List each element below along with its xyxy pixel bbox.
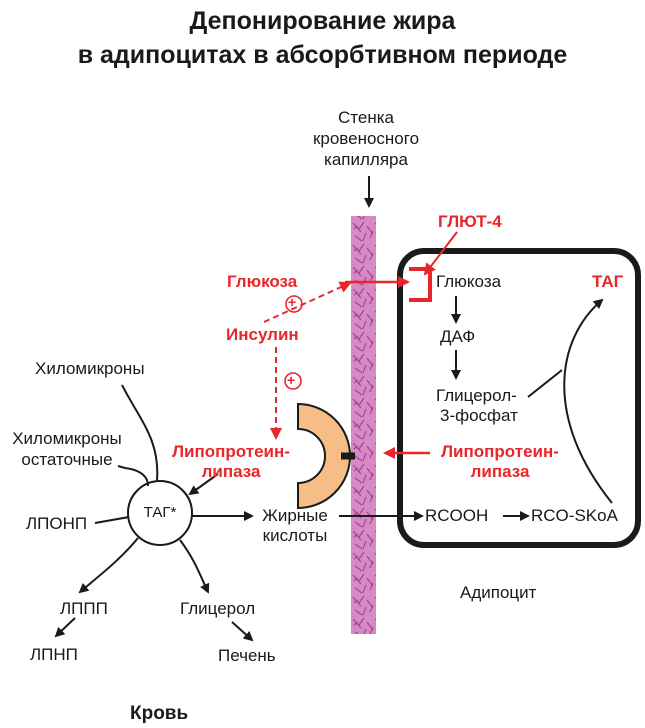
insulin-to-glucose-arrow bbox=[263, 281, 352, 323]
g3p-label-2: 3-фосфат bbox=[440, 406, 518, 425]
ldl-label: ЛПНП bbox=[30, 645, 78, 664]
blood-label: Кровь bbox=[130, 703, 189, 724]
tag-blood-circle bbox=[127, 480, 193, 546]
dap-label: ДАФ bbox=[440, 327, 476, 346]
adipocyte-label: Адипоцит bbox=[460, 583, 537, 602]
title-line-2: в адипоцитах в абсорбтивном периоде bbox=[77, 41, 568, 69]
chylomicron-curve bbox=[121, 384, 159, 481]
cell-glucose-label: Глюкоза bbox=[436, 272, 502, 291]
chylomicrons-label: Хиломикроны bbox=[35, 359, 145, 378]
remnant-curve bbox=[124, 467, 149, 487]
tag-blood-label: ТАГ* bbox=[143, 504, 177, 521]
lpl-cell-label-2: липаза bbox=[470, 462, 530, 481]
glucose-blood-label: Глюкоза bbox=[227, 272, 298, 291]
tag-cell-label: ТАГ bbox=[592, 272, 624, 291]
idl-to-ldl-arrow bbox=[54, 617, 76, 638]
capillary-label-1: Стенка bbox=[338, 108, 394, 127]
remnants-label-2: остаточные bbox=[21, 450, 113, 469]
title-line-1: Депонирование жира bbox=[189, 7, 456, 35]
idl-label: ЛППП bbox=[60, 599, 108, 618]
tag-to-idl-arrow bbox=[78, 537, 139, 594]
liver-label: Печень bbox=[218, 646, 276, 665]
tag-to-glycerol-arrow bbox=[179, 539, 210, 594]
glut4-transporter bbox=[409, 267, 432, 302]
capillary-label-3: капилляра bbox=[324, 150, 408, 169]
g3p-to-curve-line bbox=[527, 369, 563, 398]
glut4-label: ГЛЮТ-4 bbox=[438, 212, 502, 231]
plus-circle-2 bbox=[284, 372, 302, 390]
insulin-label: Инсулин bbox=[226, 325, 299, 344]
lpl-blood-label-2: липаза bbox=[201, 462, 261, 481]
vldl-label: ЛПОНП bbox=[26, 514, 88, 533]
plus-sign-1: + bbox=[288, 294, 297, 310]
lpl-blood-label-1: Липопротеин- bbox=[172, 442, 290, 461]
glut4-label-arrow bbox=[423, 231, 458, 276]
glycerol-label: Глицерол bbox=[180, 599, 256, 618]
fatty-acids-label-1: Жирные bbox=[262, 506, 328, 525]
capillary-wall bbox=[351, 216, 376, 634]
capillary-label-2: кровеносного bbox=[312, 129, 420, 148]
g3p-label-1: Глицерол- bbox=[436, 386, 517, 405]
fatty-acids-label-2: кислоты bbox=[262, 526, 328, 545]
remnants-label-1: Хиломикроны bbox=[12, 429, 122, 448]
plus-circle-1 bbox=[285, 295, 303, 313]
lipoprotein-lipase-shape bbox=[297, 402, 351, 510]
lpl-cell-label-1: Липопротеин- bbox=[441, 442, 559, 461]
rcooh-label: RCOOH bbox=[425, 506, 489, 525]
plus-sign-2: + bbox=[287, 372, 296, 388]
vldl-line bbox=[94, 516, 130, 524]
lpl-to-tag-arrow bbox=[188, 473, 219, 496]
rcoskoa-label: RCO-SKoA bbox=[531, 506, 618, 525]
rcoskoa-to-tag-curve bbox=[563, 298, 613, 504]
glycerol-to-liver-arrow bbox=[231, 621, 254, 642]
adipocyte-membrane bbox=[397, 248, 641, 548]
